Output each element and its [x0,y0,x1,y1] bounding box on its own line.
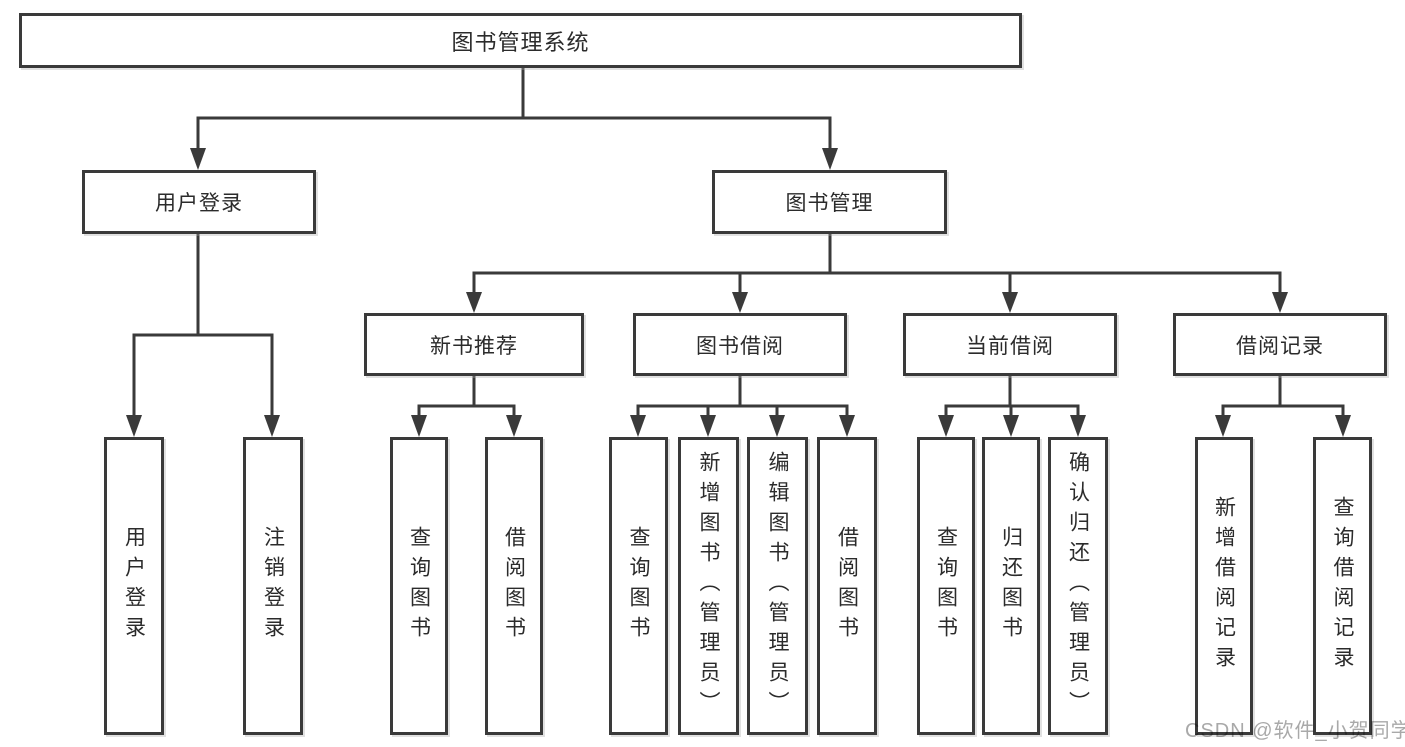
node-label: 新书推荐 [430,334,518,358]
leaf-query-books-current: 查询图书 [917,437,975,735]
arrowhead-icons [126,148,1351,437]
node-label: 注销登录 [261,526,285,646]
node-current-borrow: 当前借阅 [903,313,1117,376]
leaf-edit-books-admin: 编辑图书（管理员） [747,437,808,735]
node-borrow-records: 借阅记录 [1173,313,1387,376]
node-library-management-system: 图书管理系统 [19,13,1022,68]
node-user-login: 用户登录 [82,170,316,234]
node-label: 图书管理系统 [451,29,590,55]
node-book-borrow: 图书借阅 [633,313,847,376]
node-label: 用户登录 [122,526,146,646]
node-label: 图书借阅 [696,334,784,358]
leaf-query-books-borrow: 查询图书 [609,437,668,735]
node-label: 归还图书 [999,526,1023,646]
leaf-query-borrow-record: 查询借阅记录 [1313,437,1372,735]
node-label: 图书管理 [785,192,874,215]
leaf-add-borrow-record: 新增借阅记录 [1195,437,1253,735]
node-label: 新增借阅记录 [1212,496,1236,676]
node-label: 查询图书 [407,526,431,646]
leaf-query-books-recommend: 查询图书 [390,437,448,735]
node-new-book-recommend: 新书推荐 [364,313,584,376]
leaf-add-books-admin: 新增图书（管理员） [678,437,739,735]
csdn-watermark: CSDN @软件_小贺同学 [1185,720,1405,742]
node-label: 当前借阅 [966,334,1054,358]
node-label: 编辑图书（管理员） [766,451,789,721]
node-book-management: 图书管理 [712,170,947,234]
node-label: 借阅记录 [1236,334,1324,358]
node-label: 新增图书（管理员） [697,451,720,721]
node-label: 查询图书 [934,526,958,646]
node-label: 借阅图书 [835,526,859,646]
node-label: 确认归还（管理员） [1066,451,1090,721]
node-label: 查询图书 [627,526,650,646]
leaf-borrow-books: 借阅图书 [817,437,877,735]
leaf-return-books: 归还图书 [982,437,1040,735]
node-label: 用户登录 [155,192,243,215]
leaf-logout-login: 注销登录 [243,437,303,735]
leaf-user-login: 用户登录 [104,437,164,735]
leaf-borrow-books-recommend: 借阅图书 [485,437,543,735]
node-label: 借阅图书 [502,526,526,646]
node-label: 查询借阅记录 [1331,496,1354,676]
leaf-confirm-return-admin: 确认归还（管理员） [1048,437,1108,735]
